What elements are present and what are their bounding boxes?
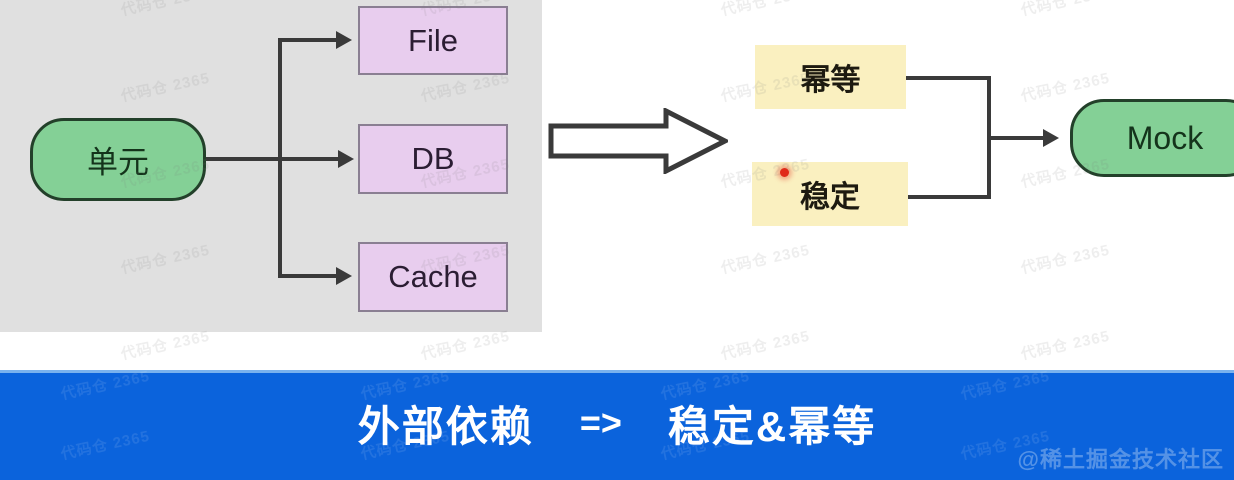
banner-right-text: 稳定&幂等 xyxy=(667,402,877,450)
connector-stable-out xyxy=(905,195,991,199)
watermark-text: 代码仓 2365 xyxy=(1019,0,1112,20)
node-unit[interactable]: 单元 xyxy=(30,118,206,201)
banner-left-text: 外部依赖 xyxy=(357,402,534,450)
connector-branch-cache xyxy=(278,274,338,278)
watermark-text: 代码仓 2365 xyxy=(1019,241,1112,278)
connector-branch-db xyxy=(278,157,340,161)
node-mock[interactable]: Mock xyxy=(1070,99,1234,177)
node-cache[interactable]: Cache xyxy=(358,242,508,312)
watermark-text: 代码仓 2365 xyxy=(719,327,812,364)
block-arrow-right-icon xyxy=(548,108,728,174)
node-idempotent[interactable]: 幂等 xyxy=(755,45,906,109)
connector-branch-file xyxy=(278,38,338,42)
watermark-text: 代码仓 2365 xyxy=(719,241,812,278)
arrowhead-file-icon xyxy=(336,31,352,49)
connector-unit-stem xyxy=(206,157,282,161)
connector-to-mock xyxy=(987,136,1047,140)
community-credit: @稀土掘金技术社区 xyxy=(1017,447,1224,472)
node-db[interactable]: DB xyxy=(358,124,508,194)
node-stable[interactable]: 稳定 xyxy=(752,162,908,226)
arrowhead-db-icon xyxy=(338,150,354,168)
arrowhead-cache-icon xyxy=(336,267,352,285)
cursor-marker-icon xyxy=(780,168,789,177)
watermark-text: 代码仓 2365 xyxy=(1019,327,1112,364)
banner-caption: 外部依赖 => 稳定&幂等 xyxy=(0,370,1234,480)
banner-arrow-text: => xyxy=(579,402,622,443)
node-file[interactable]: File xyxy=(358,6,508,75)
watermark-text: 代码仓 2365 xyxy=(719,0,812,20)
arrowhead-mock-icon xyxy=(1043,129,1059,147)
banner-top-edge xyxy=(0,370,1234,373)
connector-idempotent-out xyxy=(905,76,991,80)
